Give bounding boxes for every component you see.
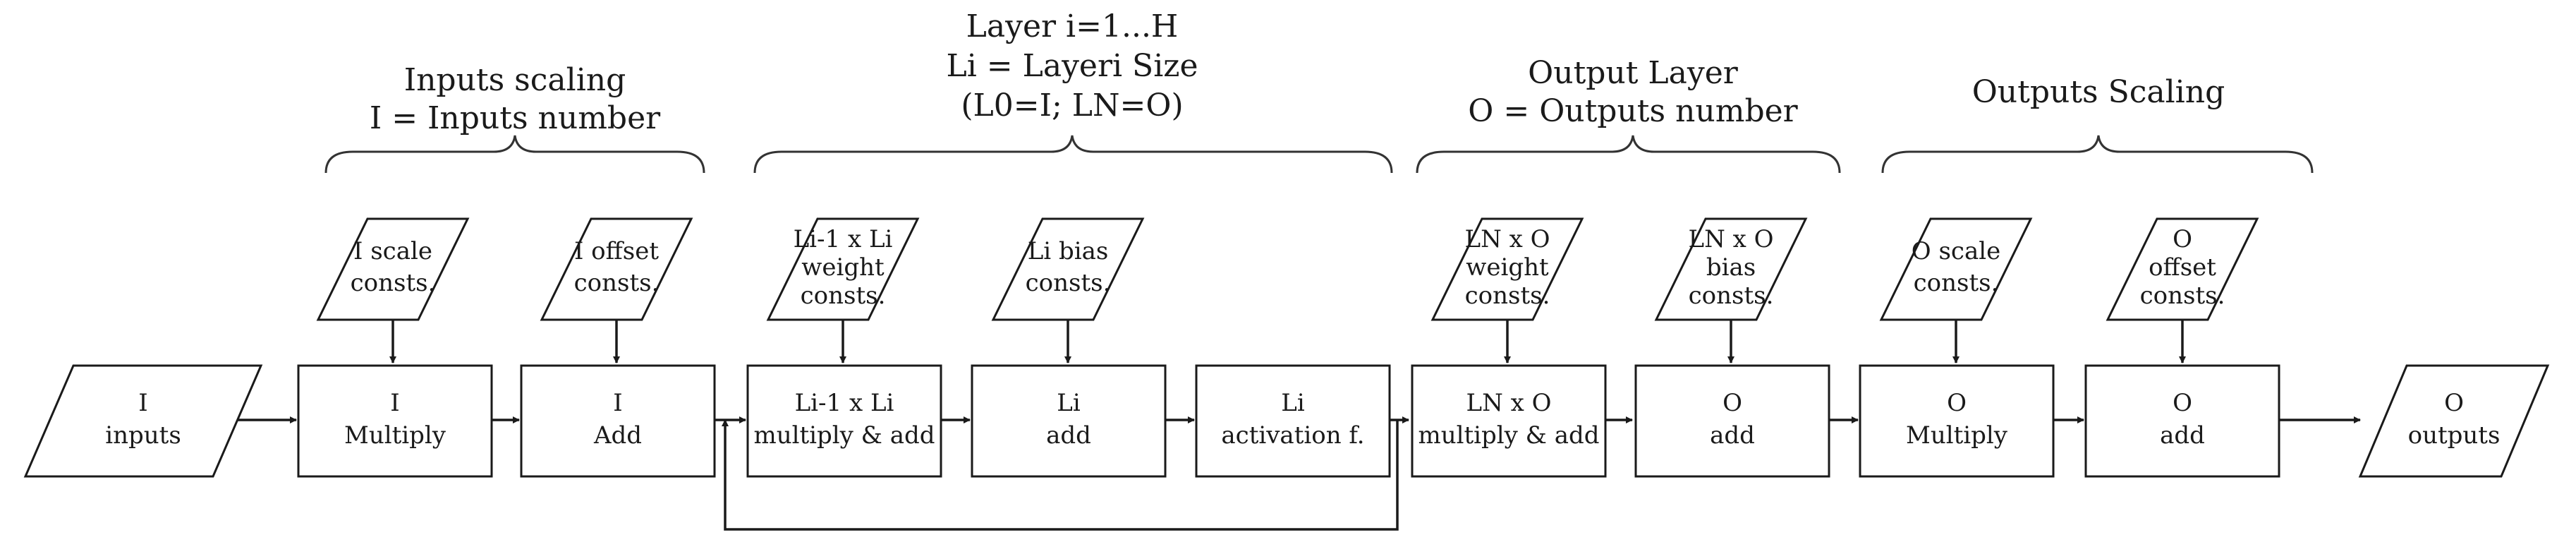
layer-activation-block-line1: Li bbox=[1281, 389, 1305, 417]
brace-hidden-layer bbox=[753, 135, 1393, 174]
i-add-block: I Add bbox=[520, 364, 716, 478]
layer-bias-consts: Li bias consts. bbox=[991, 217, 1145, 321]
layer-weight-consts-line1: Li-1 x Li bbox=[794, 225, 893, 253]
layer-activation-block: Li activation f. bbox=[1195, 364, 1391, 478]
output-weight-consts: LN x O weight consts. bbox=[1430, 217, 1584, 321]
layer-weight-consts: Li-1 x Li weight consts. bbox=[766, 217, 920, 321]
o-offset-consts-line3: consts. bbox=[2140, 282, 2225, 310]
layer-add-block: Li add bbox=[971, 364, 1167, 478]
layer-bias-consts-line1: Li bias bbox=[1028, 237, 1109, 265]
i-add-block-line2: Add bbox=[593, 421, 642, 450]
i-add-block-line1: I bbox=[613, 389, 622, 417]
constant-connectors bbox=[389, 320, 2186, 363]
output-weight-consts-line3: consts. bbox=[1465, 282, 1550, 310]
layer-multiply-add-block-line2: multiply & add bbox=[753, 421, 935, 450]
group-hidden-layer-size: Li = Layeri Size bbox=[946, 48, 1198, 84]
group-inputs-scaling-subtitle: I = Inputs number bbox=[370, 100, 661, 136]
o-add-block-line1: O bbox=[2173, 389, 2192, 417]
brace-output-layer bbox=[1416, 135, 1841, 174]
layer-multiply-add-block-line1: Li-1 x Li bbox=[795, 389, 894, 417]
inputs-block: I inputs bbox=[23, 364, 263, 478]
i-multiply-block: I Multiply bbox=[297, 364, 493, 478]
layer-multiply-add-block: Li-1 x Li multiply & add bbox=[746, 364, 942, 478]
o-multiply-block: O Multiply bbox=[1859, 364, 2055, 478]
group-output-layer-subtitle: O = Outputs number bbox=[1468, 93, 1798, 129]
o-add-bias-block-line1: O bbox=[1723, 389, 1742, 417]
output-multiply-add-block: LN x O multiply & add bbox=[1411, 364, 1607, 478]
o-add-block-line2: add bbox=[2160, 421, 2205, 450]
i-scale-consts-line1: I scale bbox=[353, 237, 432, 265]
o-offset-consts-line2: offset bbox=[2149, 253, 2216, 282]
group-inputs-scaling-title: Inputs scaling bbox=[404, 62, 626, 98]
output-multiply-add-block-line2: multiply & add bbox=[1418, 421, 1599, 450]
output-bias-consts-line2: bias bbox=[1706, 253, 1756, 282]
constants-row: I scale consts. I offset consts. Li-1 x … bbox=[316, 217, 2259, 321]
o-offset-consts-line1: O bbox=[2173, 225, 2192, 253]
group-outputs-scaling-title: Outputs Scaling bbox=[1972, 74, 2225, 110]
outputs-block: O outputs bbox=[2358, 364, 2550, 478]
layer-add-block-line2: add bbox=[1046, 421, 1091, 450]
output-weight-consts-line2: weight bbox=[1466, 253, 1549, 282]
layer-weight-consts-line2: weight bbox=[801, 253, 885, 282]
o-offset-consts: O offset consts. bbox=[2106, 217, 2259, 321]
group-braces bbox=[324, 135, 2314, 174]
layer-bias-consts-line2: consts. bbox=[1026, 269, 1111, 297]
group-hidden-layer-title: Layer i=1...H bbox=[966, 8, 1179, 44]
flow-connectors bbox=[237, 416, 2361, 531]
brace-outputs-scaling bbox=[1881, 135, 2314, 174]
i-offset-consts-line2: consts. bbox=[574, 269, 660, 297]
i-multiply-block-line1: I bbox=[390, 389, 399, 417]
group-headers: Inputs scaling I = Inputs number Layer i… bbox=[370, 8, 2225, 136]
output-bias-consts-line3: consts. bbox=[1689, 282, 1774, 310]
output-multiply-add-block-line1: LN x O bbox=[1466, 389, 1552, 417]
o-add-block: O add bbox=[2084, 364, 2280, 478]
o-scale-consts-line1: O scale bbox=[1912, 237, 2000, 265]
brace-inputs-scaling bbox=[324, 135, 705, 174]
outputs-block-line1: O bbox=[2444, 389, 2464, 417]
group-output-layer-title: Output Layer bbox=[1528, 55, 1739, 91]
i-offset-consts-line1: I offset bbox=[574, 237, 659, 265]
feedback-loop bbox=[722, 419, 1399, 531]
layer-weight-consts-line3: consts. bbox=[801, 282, 886, 310]
o-multiply-block-line1: O bbox=[1947, 389, 1967, 417]
i-scale-consts: I scale consts. bbox=[316, 217, 470, 321]
processing-row: I inputs I Multiply I Add Li-1 x Li mult… bbox=[23, 364, 2550, 478]
outputs-block-line2: outputs bbox=[2408, 421, 2501, 450]
output-bias-consts-line1: LN x O bbox=[1689, 225, 1774, 253]
o-add-bias-block: O add bbox=[1634, 364, 1830, 478]
inputs-block-line2: inputs bbox=[105, 421, 181, 450]
o-add-bias-block-line2: add bbox=[1710, 421, 1755, 450]
i-multiply-block-line2: Multiply bbox=[344, 421, 446, 450]
layer-add-block-line1: Li bbox=[1057, 389, 1081, 417]
o-multiply-block-line2: Multiply bbox=[1906, 421, 2008, 450]
o-scale-consts-line2: consts. bbox=[1914, 269, 1999, 297]
inputs-block-line1: I bbox=[138, 389, 147, 417]
i-offset-consts: I offset consts. bbox=[540, 217, 693, 321]
o-scale-consts: O scale consts. bbox=[1879, 217, 2033, 321]
layer-activation-block-line2: activation f. bbox=[1221, 421, 1364, 450]
output-bias-consts: LN x O bias consts. bbox=[1654, 217, 1808, 321]
output-weight-consts-line1: LN x O bbox=[1465, 225, 1550, 253]
i-scale-consts-line2: consts. bbox=[351, 269, 436, 297]
group-hidden-layer-note: (L0=I; LN=O) bbox=[961, 88, 1183, 124]
